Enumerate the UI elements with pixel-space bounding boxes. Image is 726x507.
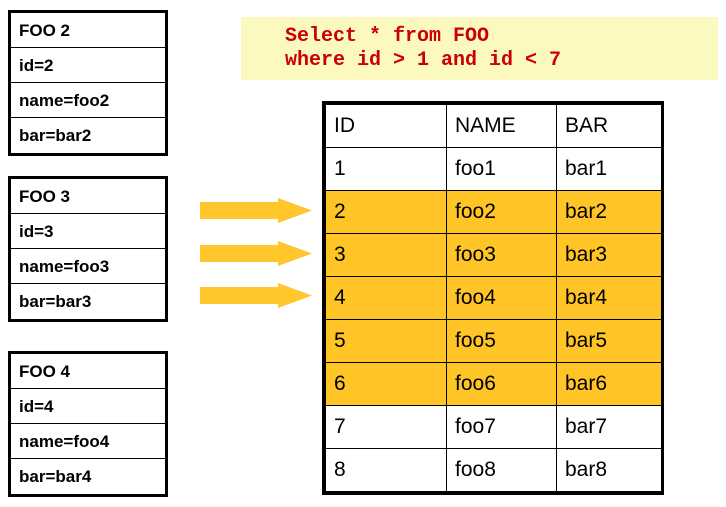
- column-header-bar: BAR: [556, 104, 662, 148]
- table-row: 3 foo3 bar3: [325, 233, 662, 277]
- cell-bar: bar8: [556, 448, 662, 492]
- record-box-foo2: FOO 2 id=2 name=foo2 bar=bar2: [8, 10, 168, 156]
- cell-name: foo2: [446, 190, 557, 234]
- table-row: 2 foo2 bar2: [325, 190, 662, 234]
- cell-id: 4: [325, 276, 447, 320]
- record-field-name: name=foo2: [11, 83, 165, 118]
- record-field-name: name=foo4: [11, 424, 165, 459]
- cell-id: 3: [325, 233, 447, 277]
- column-header-name: NAME: [446, 104, 557, 148]
- cell-bar: bar5: [556, 319, 662, 363]
- record-box-title: FOO 3: [11, 179, 165, 214]
- cell-name: foo5: [446, 319, 557, 363]
- sql-query-line-2: where id > 1 and id < 7: [285, 49, 562, 72]
- sql-query-panel: Select * from FOO where id > 1 and id < …: [241, 17, 718, 80]
- cell-name: foo1: [446, 147, 557, 191]
- cell-id: 8: [325, 448, 447, 492]
- cell-bar: bar3: [556, 233, 662, 277]
- record-field-bar: bar=bar4: [19, 467, 92, 486]
- record-field-bar: bar=bar3: [19, 292, 92, 311]
- cell-bar: bar6: [556, 362, 662, 406]
- arrow-right-icon: [200, 283, 312, 308]
- record-field-name: name=foo3: [11, 249, 165, 284]
- cell-id: 7: [325, 405, 447, 449]
- cell-id: 6: [325, 362, 447, 406]
- record-box-title: FOO 2: [11, 13, 165, 48]
- column-header-id: ID: [325, 104, 447, 148]
- record-field-bar: bar=bar2: [19, 126, 92, 145]
- record-box-title: FOO 4: [11, 354, 165, 389]
- sql-query-line-1: Select * from FOO: [285, 25, 490, 48]
- cell-bar: bar2: [556, 190, 662, 234]
- table-row: 6 foo6 bar6: [325, 362, 662, 406]
- record-field-id: id=4: [11, 389, 165, 424]
- cell-name: foo7: [446, 405, 557, 449]
- arrow-right-icon: [200, 198, 312, 223]
- table-row: 4 foo4 bar4: [325, 276, 662, 320]
- cell-id: 5: [325, 319, 447, 363]
- cell-bar: bar7: [556, 405, 662, 449]
- cell-bar: bar1: [556, 147, 662, 191]
- cell-bar: bar4: [556, 276, 662, 320]
- cell-name: foo6: [446, 362, 557, 406]
- table-row: 8 foo8 bar8: [325, 448, 662, 492]
- cell-name: foo3: [446, 233, 557, 277]
- result-table: ID NAME BAR 1 foo1 bar1 2 foo2 bar2 3 fo…: [322, 101, 664, 495]
- table-row: 5 foo5 bar5: [325, 319, 662, 363]
- record-field-id: id=3: [11, 214, 165, 249]
- record-box-foo4: FOO 4 id=4 name=foo4 bar=bar4: [8, 351, 168, 497]
- table-row: 7 foo7 bar7: [325, 405, 662, 449]
- cell-id: 2: [325, 190, 447, 234]
- table-row: 1 foo1 bar1: [325, 147, 662, 191]
- cell-name: foo4: [446, 276, 557, 320]
- record-field-id: id=2: [11, 48, 165, 83]
- record-box-foo3: FOO 3 id=3 name=foo3 bar=bar3: [8, 176, 168, 322]
- cell-id: 1: [325, 147, 447, 191]
- cell-name: foo8: [446, 448, 557, 492]
- arrow-right-icon: [200, 241, 312, 266]
- table-header-row: ID NAME BAR: [325, 104, 662, 148]
